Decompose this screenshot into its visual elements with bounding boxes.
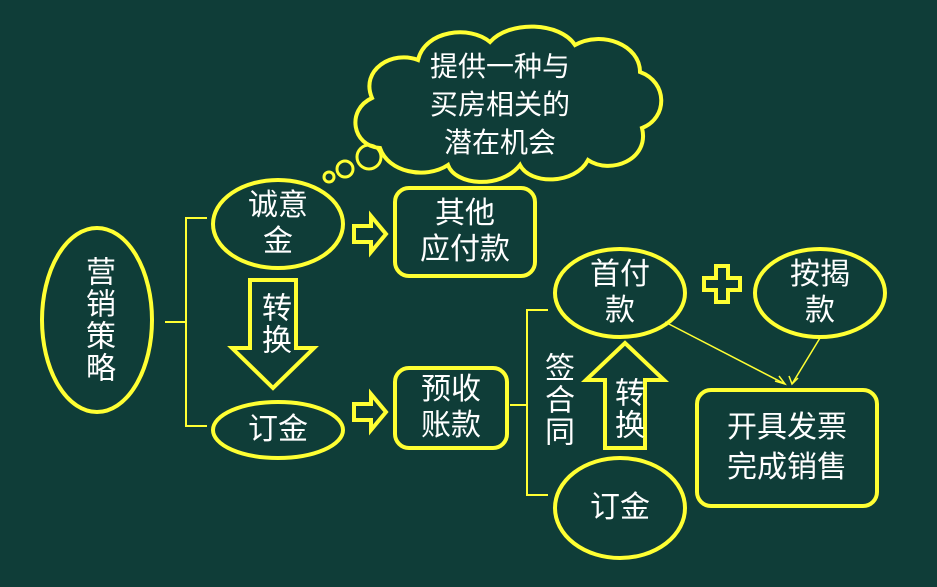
invoice-box [695, 388, 879, 508]
cloud-label: 提供一种与 买房相关的 潜在机会 [429, 50, 570, 159]
convert-right-label: 转换 [609, 377, 644, 441]
down-payment-label: 首付 款 [590, 257, 650, 328]
other-payables-label: 其他 应付款 [420, 196, 510, 267]
arrowhead-invoice-left [774, 375, 787, 386]
thought-bubble-small [322, 170, 336, 184]
mortgage-ellipse [753, 247, 887, 339]
arrow-right-top [352, 210, 389, 258]
deposit-left-ellipse [211, 400, 345, 460]
deposit-right-ellipse [553, 456, 687, 560]
down-payment-ellipse [553, 247, 687, 339]
arrowhead-invoice-right [788, 375, 799, 386]
plus-sign [702, 264, 742, 304]
invoice-label: 开具发票 完成销售 [727, 410, 847, 485]
deposit-right-label: 订金 [590, 490, 650, 525]
contract-label: 签合同 [539, 352, 574, 448]
mortgage-label: 按揭 款 [790, 257, 850, 328]
arrow-up-convert [580, 340, 670, 450]
strategy-label: 营销策略 [80, 256, 115, 384]
thought-bubble-medium [335, 159, 355, 179]
other-payables-box [393, 186, 537, 278]
bracket-contract [510, 309, 548, 496]
line-down-payment-to-invoice [664, 321, 786, 385]
earnest-ellipse [211, 178, 345, 270]
strategy-ellipse [40, 226, 154, 414]
arrow-down-convert [227, 278, 319, 391]
cloud-shape [353, 24, 664, 184]
bracket-left [165, 217, 207, 427]
arrow-right-bottom [352, 388, 389, 436]
line-mortgage-to-invoice [791, 337, 821, 385]
advance-receipts-label: 预收 账款 [421, 372, 481, 443]
advance-receipts-box [393, 366, 509, 450]
convert-left-label: 转换 [256, 292, 291, 356]
earnest-label: 诚意 金 [248, 188, 308, 259]
deposit-left-label: 订金 [248, 412, 308, 447]
